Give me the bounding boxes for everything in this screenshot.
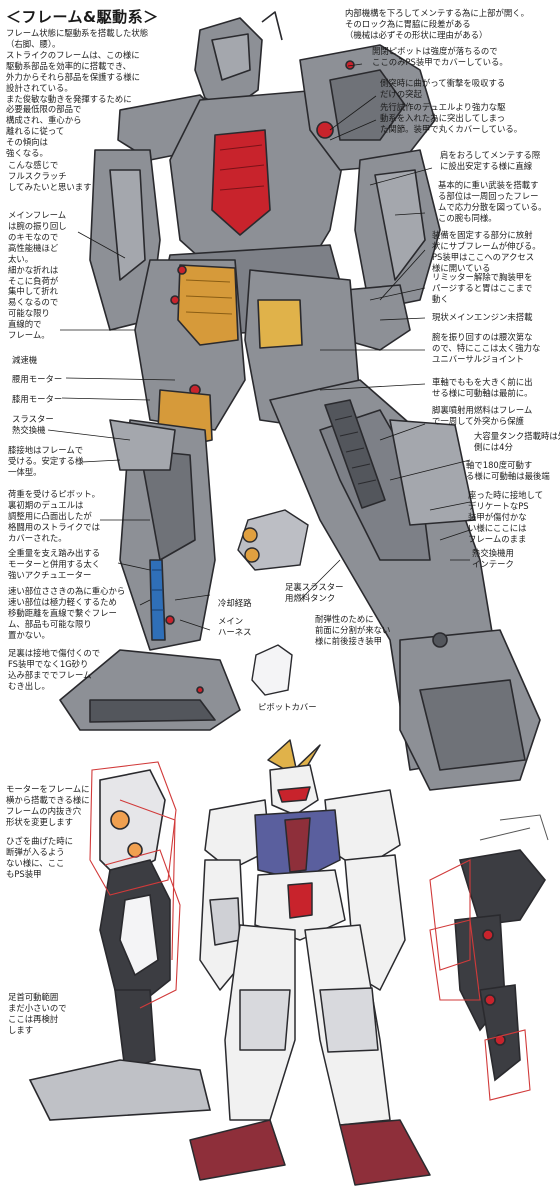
note-sole-thruster: 足裏スラスター 用燃料タンク xyxy=(285,582,344,603)
note-knee-bend: ひざを曲げた時に 断弾が入るよう ない様に、ここ もPS装甲 xyxy=(6,836,73,879)
note-arm-joint: 腕を振り回すのは腰次第な ので、特にここは太く強力な ユニバーサルジョイント xyxy=(432,332,541,364)
note-top-hatch: 内部機構を下ろしてメンテする為に上部が開く。 そのロック為に胃脇に段差がある （… xyxy=(345,8,529,40)
note-fast-parts: 速い部位ささきの為に重心から 速い部位は極力軽くするため 移動距離を直線で繋ぐフ… xyxy=(8,586,126,640)
frame-figure xyxy=(59,11,541,791)
note-armor-fix: 装備を固定する部分に放射 状にサブフレームが伸びる。 PS装甲はここへのアクセス… xyxy=(432,230,541,273)
note-engine: 現状メインエンジン未搭載 xyxy=(432,312,533,322)
note-thruster-cooler: スラスター 熱交換機 xyxy=(12,414,54,435)
pivot-cover-part xyxy=(237,509,309,696)
engine-bay xyxy=(257,299,303,349)
knee-guard xyxy=(109,419,176,471)
leader-lines xyxy=(47,63,471,631)
note-open-pivot: 開閉ピボットは強度が落ちるので ここのみPS装甲でカバーしている。 xyxy=(372,46,508,67)
red-sketch-lines-right xyxy=(429,859,531,1101)
skeleton-leg xyxy=(28,769,212,1121)
note-shoulder-maint: 肩をおろしてメンテする際 に設出安定する様に直線 xyxy=(440,150,541,171)
suit-left-shoulder xyxy=(204,799,271,871)
note-knee-frame: 膝接地はフレームで 受ける。安定する様 一体型。 xyxy=(8,445,84,477)
note-rotate: 軸で180度可動す る様に可動軸は最後端 xyxy=(466,460,550,481)
note-seat: 座った時に接地して デリケートなPS 装甲が傷付かな い様にここには フレームの… xyxy=(468,490,544,544)
note-tank: 大容量タンク搭載時は外 側には4分 xyxy=(474,431,560,452)
note-ankle: 足首可動範囲 まだ小さいので ここは再検討 します xyxy=(8,992,67,1035)
note-intake: 熱交換機用 インテーク xyxy=(472,548,514,569)
frame-sketch-right xyxy=(454,849,546,1082)
note-cooling-path: 冷却経路 xyxy=(218,598,252,608)
note-intro: フレーム状態に駆動系を搭載した状態 （右脚、腰）。 ストライクのフレームは、この… xyxy=(6,28,149,159)
note-sole: 足裏は接地で傷付くので FS装甲でなく1G砂り 込み部まででフレーム むき出し。 xyxy=(8,648,101,691)
note-axle: 車軸でももを大きく前に出 せる様に可動軸は最前に。 xyxy=(432,377,533,398)
blue-actuator xyxy=(149,559,166,641)
note-hip-motor: 腰用モーター xyxy=(12,374,63,384)
note-fuel-jet: 脚裏噴射用燃料はフレーム で一周して外突から保護 xyxy=(432,405,533,426)
shin-armor-box xyxy=(389,419,476,526)
note-motor-frame: モーターをフレームに 横から搭載できる様に フレームの内抜き穴 形状を変更します xyxy=(6,784,90,827)
note-prototype: 先行試作のデュエルより強力な駆 動系を入れた為に突出してしまっ た関節。装甲で丸… xyxy=(380,102,523,134)
suit-right-foot xyxy=(339,1119,431,1186)
note-limiter: リミッター解除で胸装甲を パージすると胃はここまで 動く xyxy=(432,272,533,304)
chest-core xyxy=(211,129,271,236)
note-main-frame: メインフレーム は腕の振り回し のキモなので 高性能機ほど 太い。 細かな折れは… xyxy=(8,210,67,341)
armored-suit xyxy=(189,739,431,1186)
note-knee-motor: 膝用モーター xyxy=(12,394,63,404)
note-pivot-cover: ピボットカバー xyxy=(258,702,317,712)
note-heat-resist: 耐弾性のために 前面に分割が来ない 様に前後接き装甲 xyxy=(315,614,391,646)
note-clutch: こんな感じで フルスクラッチ してみたいと思います xyxy=(8,160,92,192)
sketch-arm-top-right xyxy=(479,814,549,841)
note-reducer: 減速機 xyxy=(12,355,38,365)
page-title: ＜フレーム&駆動系＞ xyxy=(6,8,159,26)
note-side-bend: 側突時に曲がって衝撃を吸収する だけの突起 xyxy=(380,78,506,99)
note-load-pivot: 荷重を受けるピボット。 裏初期のデュエルは 調整用に凸面出したが 格闘用のストラ… xyxy=(8,489,100,543)
note-heavy-weapon: 基本的に重い武装を搭載す る部位は一周回ったフレー ムで応力分散を図っている。 … xyxy=(438,180,547,223)
note-main-harness: メイン ハーネス xyxy=(218,616,252,637)
note-actuator: 全重量を支え踏み出する モーターと併用する太く 強いアクチュエーター xyxy=(8,548,101,580)
red-sketch-lines-left xyxy=(89,761,181,1009)
hip-motor xyxy=(177,264,239,346)
suit-left-foot xyxy=(189,1119,286,1181)
